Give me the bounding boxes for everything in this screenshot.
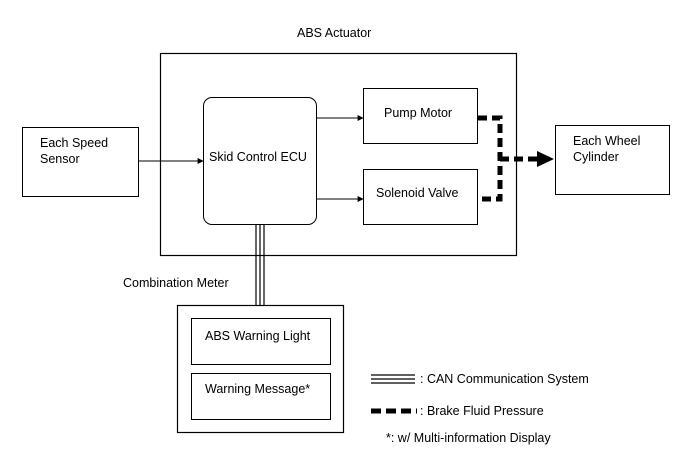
legend-footnote: *: w/ Multi-information Display — [386, 431, 551, 445]
legend-can-symbol — [371, 374, 415, 384]
speed-sensor-box: Each Speed Sensor — [22, 127, 139, 197]
skid-control-ecu-box: Skid Control ECU — [203, 97, 317, 225]
combination-meter-label: Combination Meter — [123, 276, 229, 290]
abs-actuator-frame — [159, 52, 518, 257]
speed-sensor-label-line2: Sensor — [40, 152, 80, 166]
pump-motor-box: Pump Motor — [363, 88, 478, 144]
speed-sensor-label-line1: Each Speed — [40, 136, 109, 150]
wheel-cylinder-label-line2: Cylinder — [573, 150, 619, 164]
wheel-cylinder-box: Each Wheel Cylinder — [555, 125, 670, 195]
abs-actuator-title: ABS Actuator — [297, 26, 372, 40]
legend-brake-label: : Brake Fluid Pressure — [420, 404, 544, 418]
brake-fluid-pressure-lines — [478, 115, 554, 202]
skid-control-ecu-label: Skid Control ECU — [209, 150, 307, 164]
abs-warning-light-box: ABS Warning Light — [191, 318, 331, 365]
wheel-cylinder-label-line1: Each Wheel — [573, 134, 641, 148]
solenoid-valve-box: Solenoid Valve — [363, 169, 478, 225]
solenoid-valve-label: Solenoid Valve — [376, 186, 459, 200]
warning-message-box: Warning Message* — [191, 373, 331, 420]
warning-message-label: Warning Message* — [205, 382, 311, 396]
legend-can-label: : CAN Communication System — [420, 372, 589, 386]
abs-warning-light-label: ABS Warning Light — [205, 329, 311, 343]
can-bus-lines — [255, 225, 265, 305]
pump-motor-label: Pump Motor — [384, 106, 453, 120]
combination-meter-frame — [176, 304, 345, 434]
